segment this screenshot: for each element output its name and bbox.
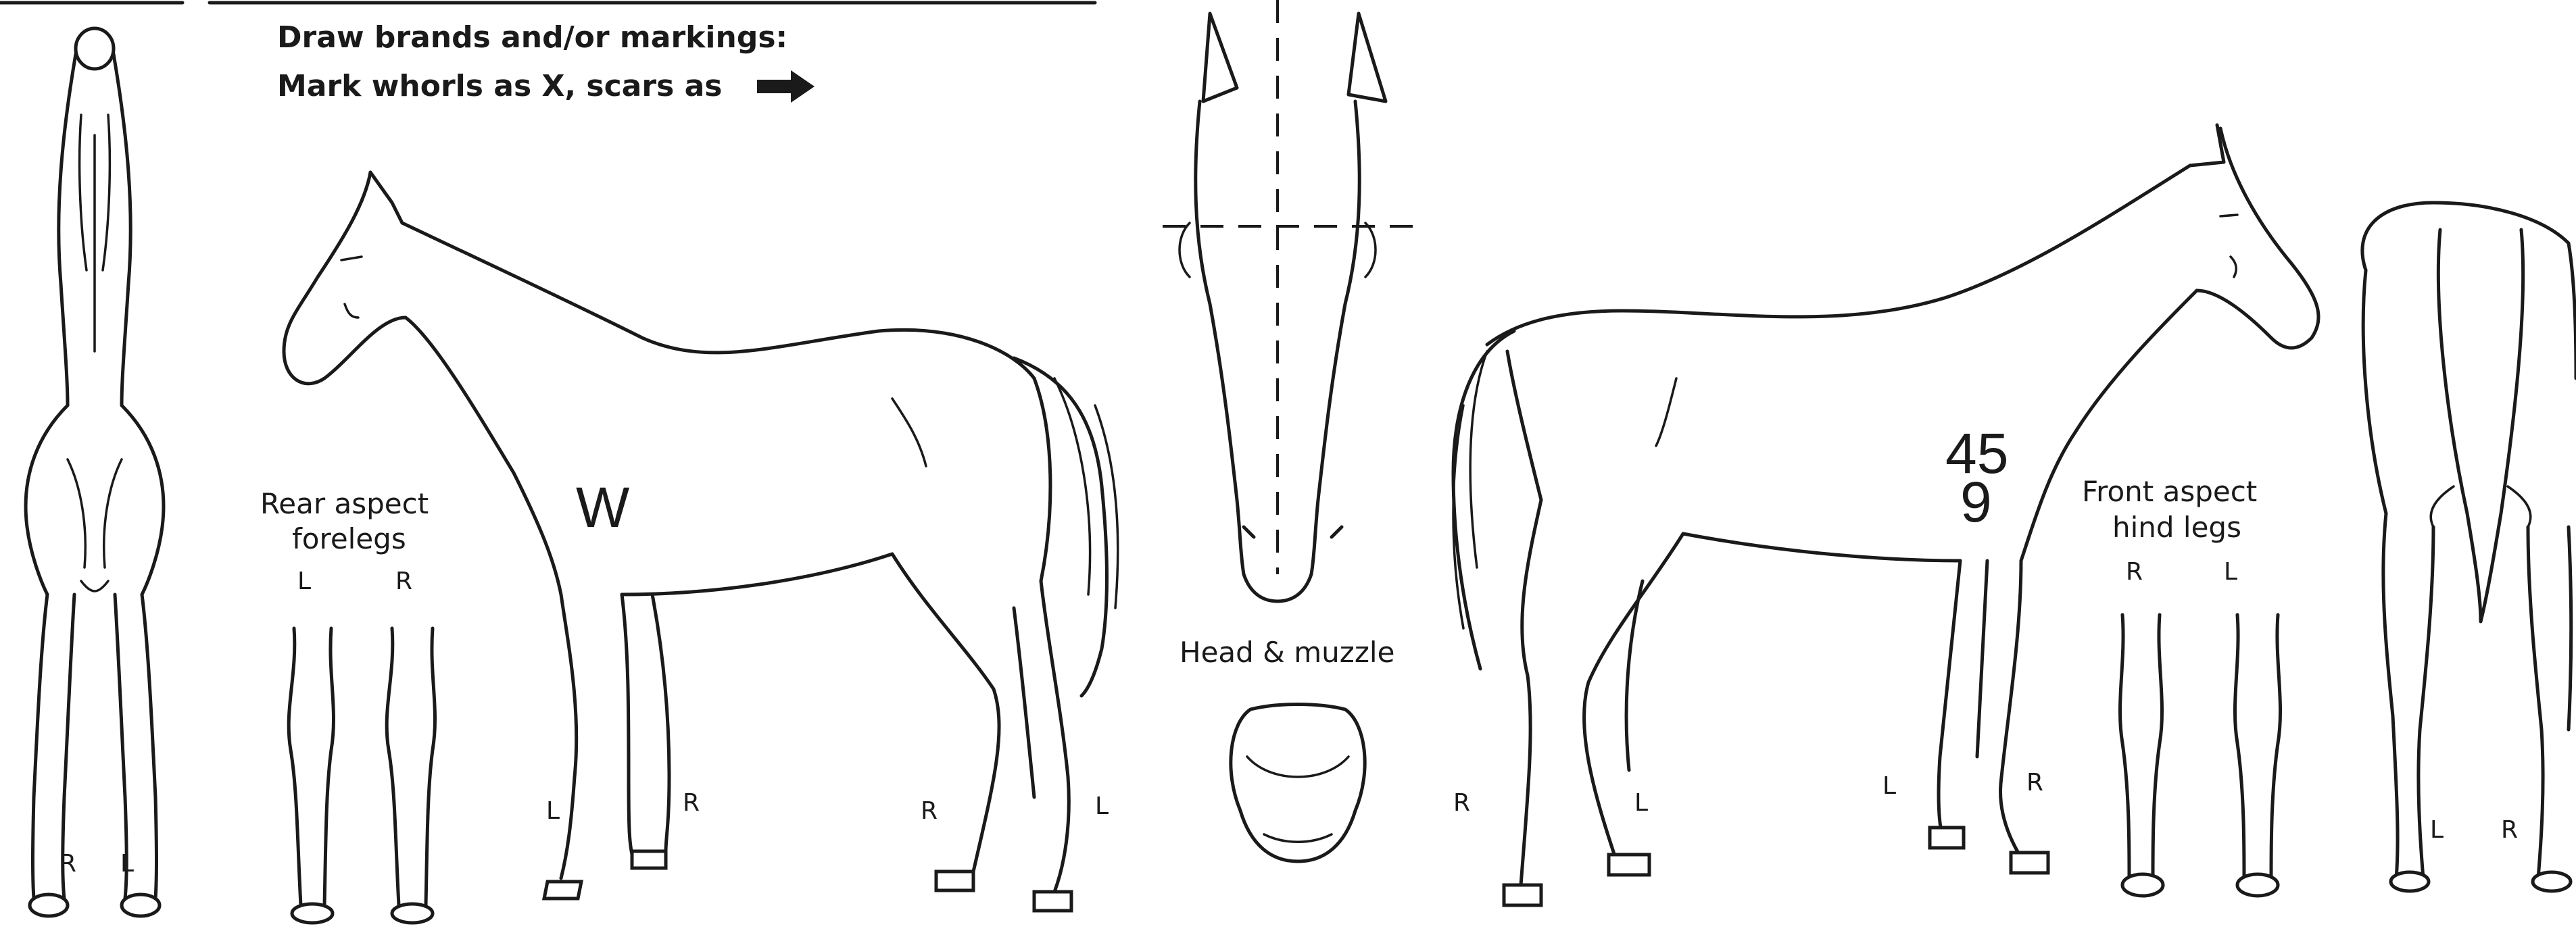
front-view-leg-label-l: L <box>120 850 134 878</box>
horse-rear-view: L R <box>2362 203 2576 891</box>
rear-aspect-forelegs: Rear aspect forelegs L R <box>260 487 435 923</box>
front-hind-caption-2: hind legs <box>2112 511 2241 544</box>
left-side-label-hind-r: R <box>921 797 938 825</box>
left-side-label-front-r: R <box>683 789 700 817</box>
front-hind-label-r: R <box>2126 558 2143 586</box>
front-hind-label-l: L <box>2224 558 2237 586</box>
head-muzzle-caption: Head & muzzle <box>1180 636 1394 669</box>
left-side-brand-mark: W <box>576 476 629 539</box>
scar-arrow-icon <box>757 70 815 103</box>
rear-forelegs-label-l: L <box>297 567 311 595</box>
left-side-label-hind-l: L <box>1095 792 1109 820</box>
instructions-line-1: Draw brands and/or markings: <box>277 20 787 55</box>
right-side-label-front-r: R <box>2026 769 2043 797</box>
rear-view-label-l: L <box>2430 816 2444 844</box>
right-side-brand-line-2: 9 <box>1960 470 1992 534</box>
instructions-line-2: Mark whorls as X, scars as <box>277 69 722 103</box>
left-side-label-front-l: L <box>546 797 560 825</box>
right-side-label-hind-l: L <box>1634 789 1648 817</box>
right-side-label-front-l: L <box>1882 772 1896 800</box>
front-view-leg-label-r: R <box>59 850 76 878</box>
horse-front-view: R L <box>26 28 164 916</box>
front-aspect-hind-legs: Front aspect hind legs R L <box>2082 475 2281 896</box>
head-front-view: Head & muzzle <box>1163 0 1419 861</box>
rear-forelegs-caption-2: forelegs <box>292 522 406 555</box>
horse-left-side: W L R R L <box>284 172 1118 911</box>
right-side-label-hind-r: R <box>1453 789 1470 817</box>
rear-forelegs-label-r: R <box>395 567 412 595</box>
front-hind-caption-1: Front aspect <box>2082 475 2257 508</box>
rear-forelegs-caption-1: Rear aspect <box>260 487 429 520</box>
instructions: Draw brands and/or markings: Mark whorls… <box>277 20 815 103</box>
rear-view-label-r: R <box>2501 816 2518 844</box>
